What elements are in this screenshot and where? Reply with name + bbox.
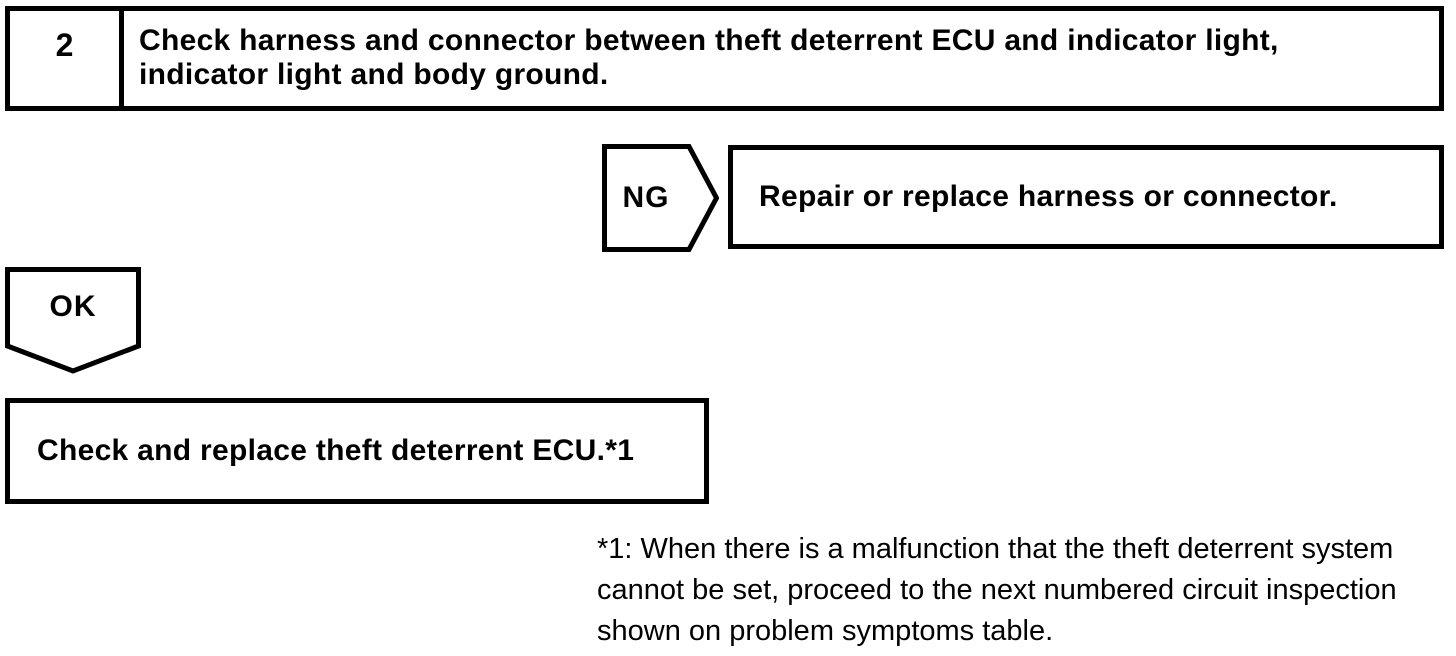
result-box: Check and replace theft deterrent ECU.*1 xyxy=(5,398,709,504)
ng-pentagon-shape xyxy=(602,144,719,252)
ok-pentagon-shape xyxy=(5,267,141,374)
ok-label: OK xyxy=(49,290,97,323)
step-number: 2 xyxy=(55,27,74,63)
footnote: *1: When there is a malfunction that the… xyxy=(597,533,1397,647)
step-number-cell: 2 xyxy=(10,11,124,106)
step-box: 2 Check harness and connector between th… xyxy=(5,6,1444,111)
step-instruction: Check harness and connector between thef… xyxy=(139,24,1279,91)
ng-action-box: Repair or replace harness or connector. xyxy=(728,145,1444,249)
ng-action-text: Repair or replace harness or connector. xyxy=(759,180,1338,213)
ng-label: NG xyxy=(622,181,670,214)
result-text: Check and replace theft deterrent ECU.*1 xyxy=(37,434,635,467)
ng-flag: NG xyxy=(602,144,719,252)
ok-flag: OK xyxy=(5,267,141,374)
